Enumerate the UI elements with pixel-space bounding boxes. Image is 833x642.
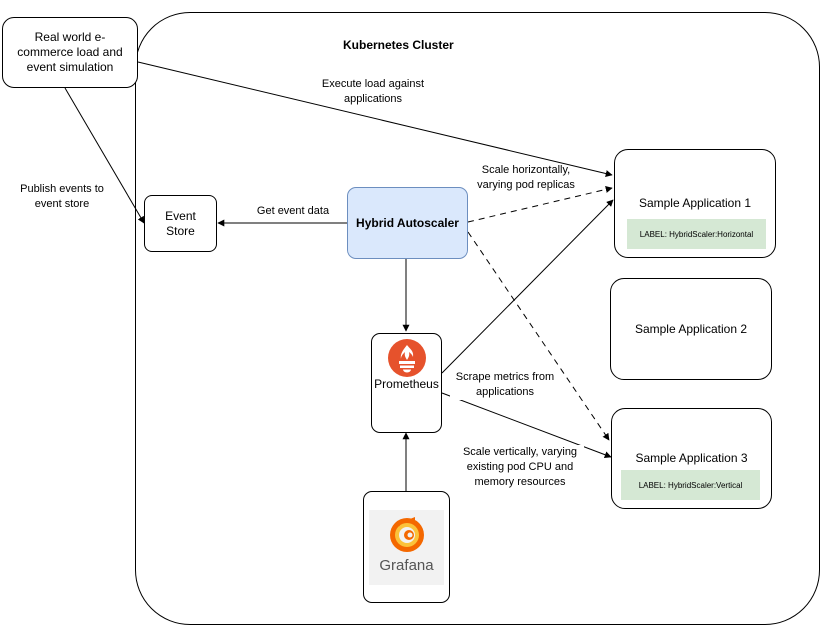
event-store-node[interactable]: Event Store [144,195,217,252]
prometheus-icon [387,339,426,377]
kubernetes-cluster: Kubernetes Cluster [135,12,820,625]
edge-execute-load [137,61,613,177]
edge-scale-horizontal [467,186,613,223]
edge-label-get-event-data: Get event data [256,205,330,217]
prometheus-node[interactable]: Prometheus [371,333,442,433]
event-store-label: Event Store [165,208,196,238]
sample-application-2[interactable]: Sample Application 2 [610,278,772,380]
simulation-label: Real world e-commerce load and event sim… [17,30,123,74]
edge-label-scale-horizontal: Scale horizontally, varying pod replicas [477,164,575,191]
edge-scale-vertical-dashed [467,231,610,441]
sample-application-1[interactable]: Sample Application 1 LABEL: HybridScaler… [614,149,776,258]
edge-label-execute-load: Execute load against applications [321,78,425,105]
app1-label-tag: LABEL: HybridScaler:Horizontal [627,219,766,249]
grafana-label: Grafana [379,557,434,574]
cluster-title: Kubernetes Cluster [343,38,454,52]
grafana-node[interactable]: Grafana [363,491,450,603]
edge-publish-events [64,87,145,224]
edge-label-publish-events: Publish events to event store [20,183,104,210]
prometheus-label: Prometheus [374,377,439,391]
app2-title: Sample Application 2 [634,321,748,336]
app3-title: Sample Application 3 [635,451,748,465]
edge-label-scrape-metrics: Scrape metrics from applications [450,370,560,400]
sample-application-3[interactable]: Sample Application 3 LABEL: HybridScaler… [611,408,772,509]
app3-label-tag: LABEL: HybridScaler:Vertical [621,470,760,500]
edge-label-scale-vertical: Scale vertically, varying existing pod C… [456,445,584,490]
edge-scrape-metrics [441,199,614,374]
app1-title: Sample Application 1 [638,196,752,210]
simulation-node[interactable]: Real world e-commerce load and event sim… [2,17,138,88]
hybrid-autoscaler-label: Hybrid Autoscaler [356,215,459,230]
grafana-icon [389,515,424,552]
hybrid-autoscaler-node[interactable]: Hybrid Autoscaler [347,187,468,259]
